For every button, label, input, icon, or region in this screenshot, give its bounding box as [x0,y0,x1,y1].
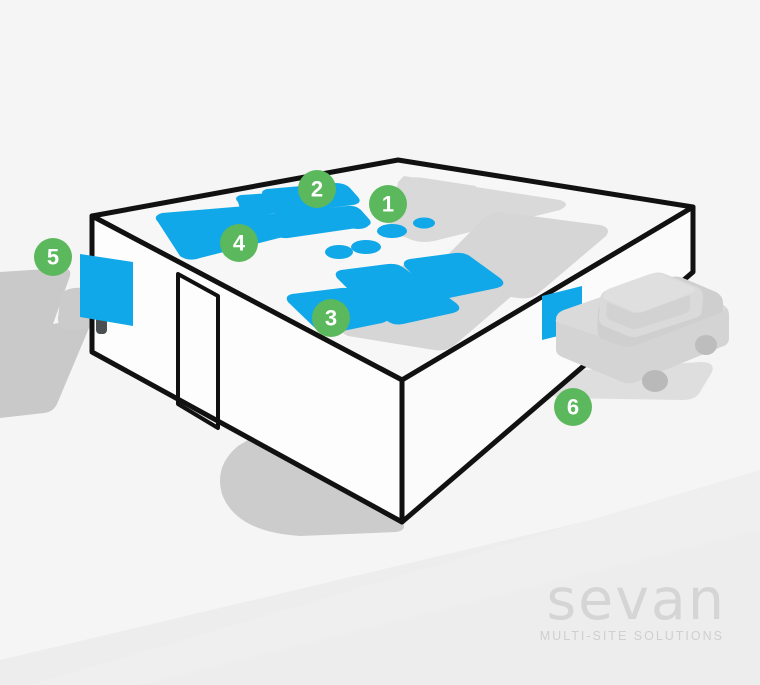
marker-3-circle[interactable] [312,299,350,337]
hvac-unit-se[interactable] [355,276,460,325]
marker-3[interactable]: 3 [312,299,350,337]
truck-cab-roof [603,273,695,312]
marker-5-label: 5 [47,245,59,270]
roof-hvac-array[interactable] [286,252,504,334]
vent-oval-1[interactable] [377,224,407,238]
marker-1-label: 1 [382,192,394,217]
marker-4[interactable]: 4 [220,224,258,262]
marker-2-label: 2 [311,177,323,202]
roof-vents[interactable] [325,217,435,260]
brand-wordmark: sevan [546,566,726,633]
truck-window [606,295,690,329]
truck-wheel-front [642,370,668,392]
ground-band-upper [30,470,760,685]
marker-6[interactable]: 6 [554,388,592,426]
marker-3-label: 3 [325,306,337,331]
marker-1-circle[interactable] [369,185,407,223]
pylon-sign-panel[interactable] [80,254,133,326]
marker-5[interactable]: 5 [34,238,72,276]
marker-6-circle[interactable] [554,388,592,426]
entry-door[interactable] [176,272,220,430]
pylon-sign[interactable] [80,254,133,334]
parking-stall-2 [0,319,90,418]
vent-oval-5[interactable] [347,219,369,229]
roof-unit-large[interactable] [155,205,290,260]
marker-6-label: 6 [567,395,579,420]
duct-strip-3[interactable] [265,205,371,239]
parking-stalls [0,268,90,418]
markers-group: 1 2 3 4 5 6 [34,170,592,426]
vent-oval-3[interactable] [351,240,381,254]
truck-wheel-rear [695,335,717,355]
marker-2-circle[interactable] [298,170,336,208]
marker-5-circle[interactable] [34,238,72,276]
brand-logo: sevan MULTI-SITE SOLUTIONS [539,566,726,643]
marker-4-label: 4 [233,231,246,256]
marker-1[interactable]: 1 [369,185,407,223]
brand-tagline: MULTI-SITE SOLUTIONS [539,629,724,643]
vent-oval-4[interactable] [325,245,353,259]
vent-oval-2[interactable] [413,217,435,229]
vehicle-pickup-truck[interactable] [555,272,730,393]
marker-2[interactable]: 2 [298,170,336,208]
marker-4-circle[interactable] [220,224,258,262]
